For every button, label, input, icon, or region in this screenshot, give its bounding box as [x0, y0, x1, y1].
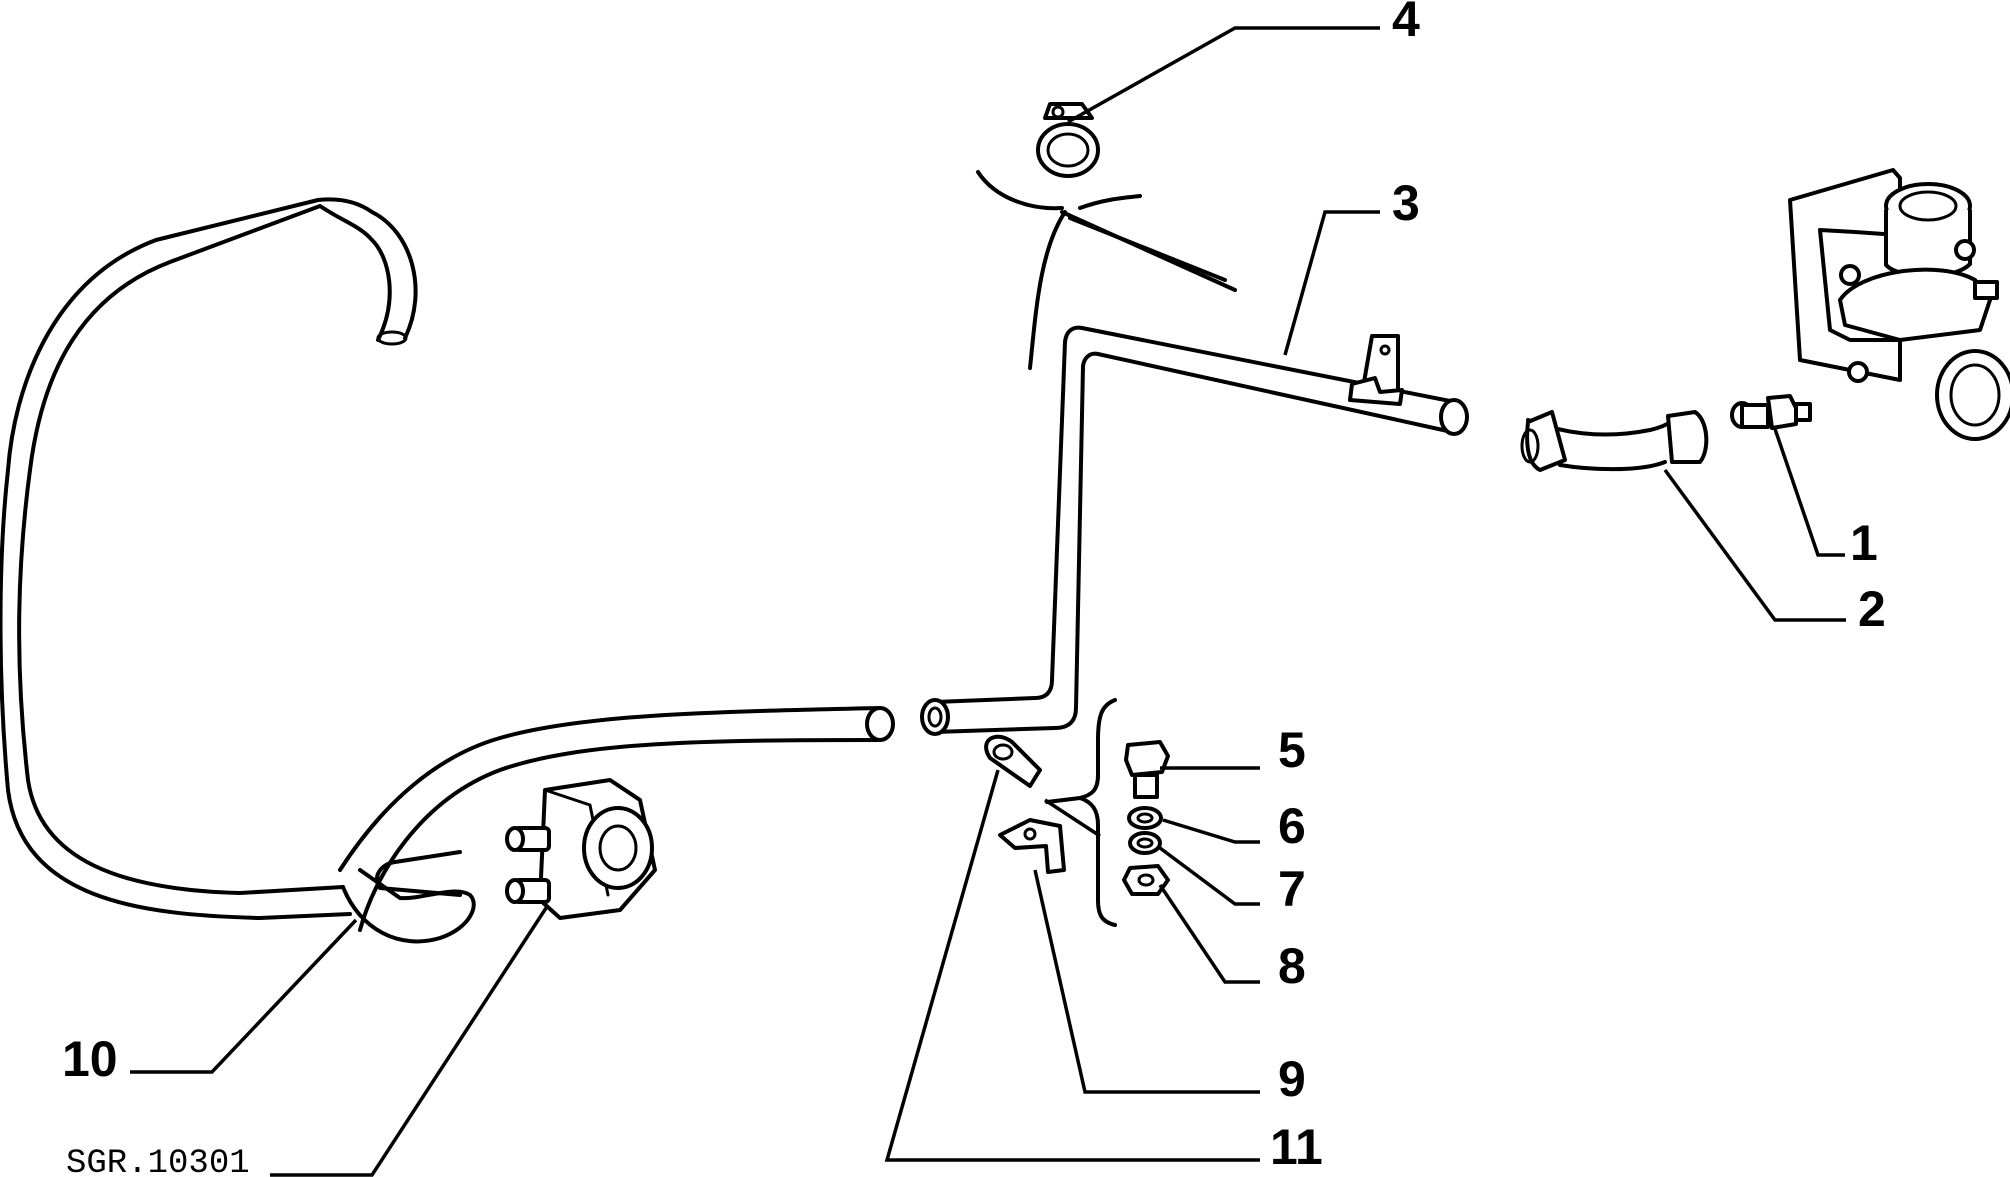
part-1-fitting — [1730, 394, 1812, 430]
part-8-nut — [1122, 864, 1170, 896]
callout-6: 6 — [1278, 798, 1306, 854]
diagram-code: SGR.10301 — [66, 1145, 250, 1177]
part-11-clamp — [984, 734, 1042, 788]
callout-11: 11 — [1270, 1119, 1323, 1175]
part-7-spring-washer — [1128, 831, 1162, 855]
part-3-pipe — [920, 325, 1469, 736]
callout-3: 3 — [1392, 175, 1420, 231]
part-5-bolt — [1124, 740, 1170, 799]
callout-labels: 1 2 3 4 5 6 7 8 9 10 11 SGR.10301 — [62, 0, 1886, 1177]
oil-cooler — [505, 778, 657, 920]
detail-break-marks — [976, 170, 1237, 370]
part-6-washer — [1127, 806, 1163, 830]
part-4-clip — [1036, 102, 1100, 178]
leader-lines — [130, 26, 1846, 1177]
callout-10: 10 — [62, 1031, 118, 1087]
callout-2: 2 — [1858, 581, 1886, 637]
callout-7: 7 — [1278, 861, 1306, 917]
part-10-hose — [0, 197, 895, 944]
callout-5: 5 — [1278, 722, 1306, 778]
group-brace — [1045, 698, 1117, 927]
callout-4: 4 — [1392, 0, 1420, 47]
callout-9: 9 — [1278, 1051, 1306, 1107]
callout-8: 8 — [1278, 938, 1306, 994]
callout-1: 1 — [1850, 515, 1878, 571]
thermostat-housing — [1788, 168, 2010, 441]
part-2-hose — [1520, 410, 1709, 472]
part-9-bracket — [998, 818, 1066, 874]
